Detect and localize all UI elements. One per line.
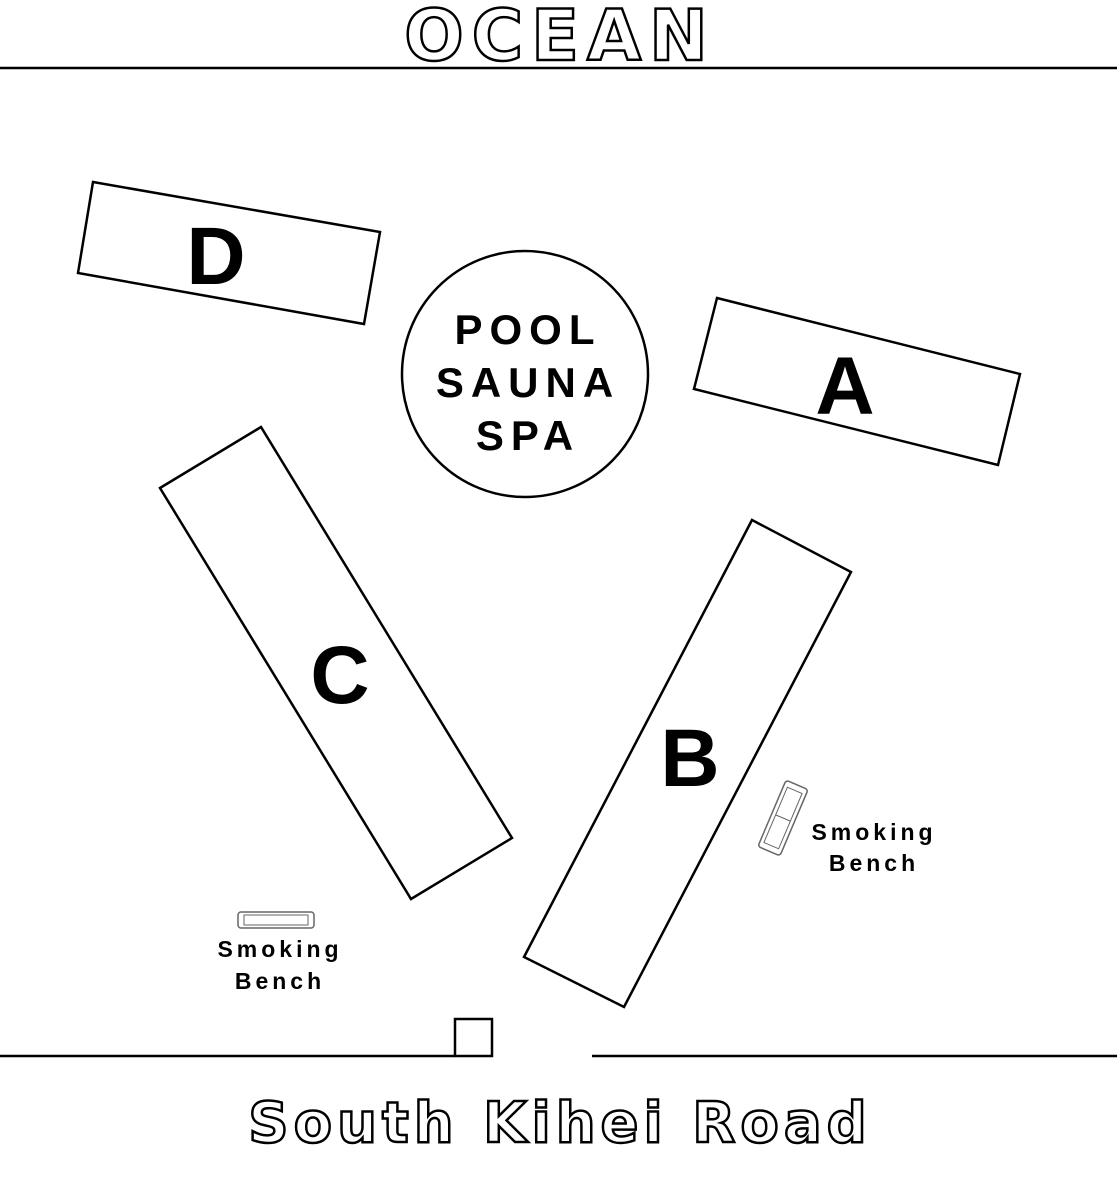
bench-left-label-2: Bench — [235, 968, 325, 994]
sauna-label: SAUNA — [436, 359, 620, 406]
building-c-label: C — [310, 630, 369, 721]
pool-sauna-spa[interactable]: POOL SAUNA SPA — [400, 249, 650, 499]
pool-label: POOL — [454, 306, 601, 353]
bench-right-label-2: Bench — [829, 850, 919, 876]
bench-left-label-1: Smoking — [217, 936, 342, 962]
smoking-bench-right: Smoking Bench — [758, 780, 936, 876]
bench-icon — [237, 911, 315, 929]
building-a-label: A — [815, 341, 874, 432]
bench-right-label-1: Smoking — [811, 819, 936, 845]
spa-label: SPA — [476, 412, 580, 459]
building-d-label: D — [186, 211, 245, 302]
building-c[interactable]: C — [158, 425, 514, 901]
building-b[interactable]: B — [522, 518, 853, 1009]
bench-icon — [758, 780, 808, 856]
entrance-marker — [453, 1017, 494, 1058]
smoking-bench-left: Smoking Bench — [217, 911, 342, 994]
building-b-label: B — [660, 713, 719, 804]
ocean-label: OCEAN — [404, 0, 715, 77]
road-label: South Kihei Road — [248, 1091, 871, 1156]
building-a[interactable]: A — [692, 296, 1022, 467]
building-d[interactable]: D — [76, 180, 382, 326]
